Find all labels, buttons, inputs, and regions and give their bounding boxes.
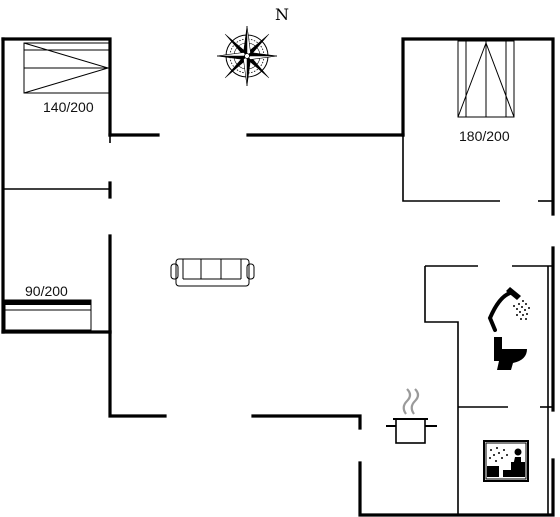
compass-rose-icon: [216, 25, 278, 87]
sauna-icon: [483, 440, 529, 482]
cooking-pot-icon: [386, 388, 437, 444]
compass-north-label: N: [275, 5, 289, 24]
bed-double-top-left: [23, 42, 111, 94]
bed-single-left: [4, 299, 92, 331]
walls: [1, 37, 555, 517]
bed-size-label-left-middle: 90/200: [25, 283, 68, 299]
shower-icon: [487, 287, 530, 332]
bed-double-top-right: [457, 40, 515, 118]
sofa-icon: [170, 258, 255, 287]
bed-size-label-top-right: 180/200: [459, 128, 510, 144]
toilet-icon: [494, 337, 527, 370]
bed-size-label-top-left: 140/200: [43, 99, 94, 115]
